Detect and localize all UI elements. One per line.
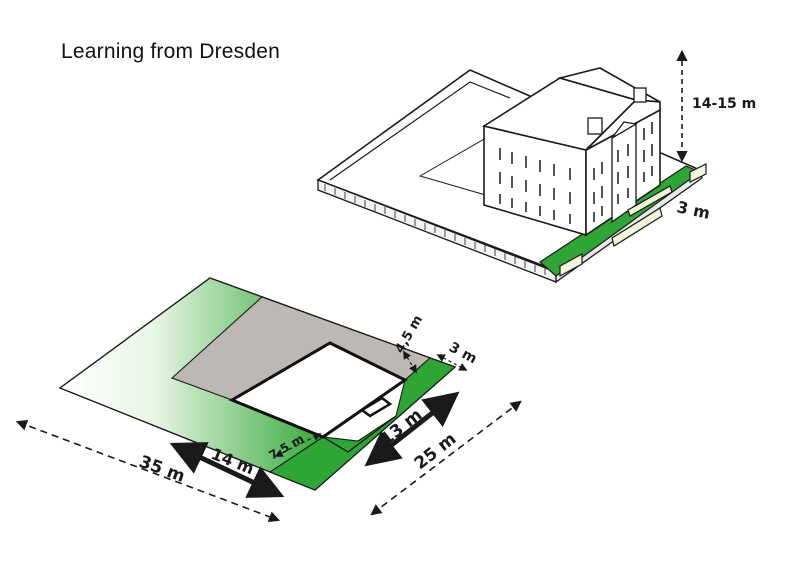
iso-dormer-2 bbox=[633, 87, 647, 103]
iso-back-boundary bbox=[329, 81, 511, 181]
iso-garden-strip-label: 3 m bbox=[675, 197, 712, 223]
iso-edge-hatching bbox=[324, 184, 546, 275]
iso-hedges bbox=[559, 163, 707, 278]
plot-width-label: 25 m bbox=[411, 429, 461, 474]
plot-length-label: 35 m bbox=[136, 452, 187, 487]
plot-width-dimension bbox=[370, 400, 522, 516]
plot-plan: 35 m 14 m 7,5 m 13 m 25 m 4,5 m 3 m bbox=[15, 277, 522, 523]
iso-dormer-1 bbox=[587, 117, 603, 135]
diagram-title: Learning from Dresden bbox=[61, 40, 280, 63]
iso-height-label: 14-15 m bbox=[692, 96, 756, 112]
building-footprint bbox=[228, 341, 408, 439]
side-gap-label: 4,5 m bbox=[392, 313, 426, 356]
iso-windows bbox=[499, 122, 653, 224]
building-length-dimension bbox=[169, 442, 285, 498]
side-gap-dimension bbox=[403, 350, 417, 374]
front-yard-dimension bbox=[274, 433, 322, 457]
isometric-villa-sketch: 14-15 m 3 m bbox=[316, 49, 756, 284]
garden-strip-dimension bbox=[436, 354, 468, 371]
plot-length-dimension bbox=[15, 419, 281, 523]
garden-strip-label: 3 m bbox=[446, 339, 479, 367]
